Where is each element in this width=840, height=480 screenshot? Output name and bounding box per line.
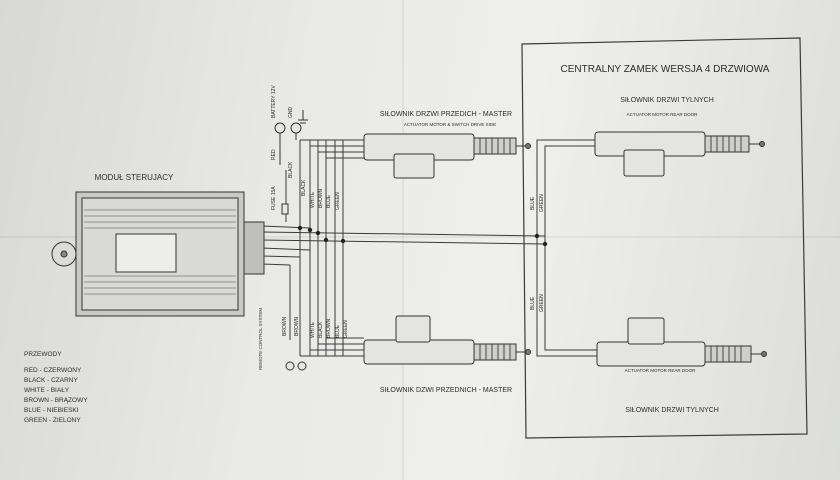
legend-item: RED - CZERWONY xyxy=(24,367,82,374)
front-top-actuator-sublabel: ACTUATOR MOTOR & SWITCH DRIVE SIDE xyxy=(404,122,496,127)
rear-actuator-bottom-label: SIŁOWNIK DRZWI TYLNYCH xyxy=(625,407,719,414)
remote-wire-a: BROWN xyxy=(282,316,288,336)
remote-leads xyxy=(285,361,307,371)
rear-panel-title: CENTRALNY ZAMEK WERSJA 4 DRZWIOWA xyxy=(561,64,770,75)
bus-lines xyxy=(261,225,546,266)
rear-panel-box xyxy=(521,37,808,439)
rear-actuator-bottom-sublabel: ACTUATOR MOTOR REAR DOOR xyxy=(625,368,697,373)
legend-item: BLACK - CZARNY xyxy=(24,377,78,384)
vertical-wires xyxy=(285,140,344,356)
black-wire-label: BLACK xyxy=(288,161,294,178)
rear-actuator-branches xyxy=(536,139,597,357)
front-top-wire-1: BLACK xyxy=(301,179,307,196)
paper-crease-horizontal xyxy=(0,236,840,238)
paper-crease-vertical xyxy=(402,0,404,480)
wire-legend: PRZEWODY RED - CZERWONY BLACK - CZARNY W… xyxy=(24,351,88,424)
front-bottom-wire-2: BLACK xyxy=(318,321,324,338)
front-top-wire-2: WHITE xyxy=(310,191,316,208)
junction-dots xyxy=(297,225,548,247)
front-bottom-actuator-label: SIŁOWNIK DZWI PRZEDNICH - MASTER xyxy=(380,387,512,394)
legend-item: BROWN - BRĄZOWY xyxy=(24,397,88,404)
legend-item: BLUE - NIEBIESKI xyxy=(24,407,79,414)
front-top-actuator xyxy=(363,133,531,179)
control-module xyxy=(51,191,265,317)
battery-label: BATTERY 12V xyxy=(271,85,277,118)
front-top-wire-4: BLUE xyxy=(326,194,332,208)
rear-top-wire-1: BLUE xyxy=(530,196,536,210)
rear-bottom-actuator xyxy=(596,317,767,367)
legend-title: PRZEWODY xyxy=(24,351,62,358)
red-wire-label: RED xyxy=(271,149,277,160)
legend-item: WHITE - BIAŁY xyxy=(24,387,70,394)
gnd-label: GND xyxy=(288,107,294,119)
rear-bottom-wire-2: GREEN xyxy=(539,294,545,312)
front-top-actuator-label: SIŁOWNIK DRZWI PRZEDICH - MASTER xyxy=(380,111,512,118)
front-bottom-wire-1: WHITE xyxy=(310,321,316,338)
ground-symbol xyxy=(298,110,308,124)
front-bottom-wire-5: GREEN xyxy=(343,320,349,338)
remote-wire-b: BROWN xyxy=(294,316,300,336)
rear-actuator-top-sublabel: ACTUATOR MOTOR REAR DOOR xyxy=(627,112,699,117)
rear-bottom-wire-1: BLUE xyxy=(530,296,536,310)
power-terminals xyxy=(274,122,302,215)
front-bottom-wire-4: BLUE xyxy=(335,324,341,338)
fuse-label: FUSE 15A xyxy=(271,186,277,210)
rear-top-wire-2: GREEN xyxy=(539,194,545,212)
front-bottom-wire-3: BROWN xyxy=(326,318,332,338)
front-bottom-actuator xyxy=(363,315,531,365)
front-actuator-branches xyxy=(300,139,364,357)
front-top-wire-5: GREEN xyxy=(335,192,341,210)
module-label: MODUŁ STERUJACY xyxy=(95,173,174,182)
rotated-labels: BATTERY 12V GND RED BLACK FUSE 15A BLACK… xyxy=(258,85,545,370)
rear-top-actuator xyxy=(594,131,765,177)
legend-item: GREEN - ZIELONY xyxy=(24,417,81,424)
remote-label: REMOTE CONTROL SYSTEM xyxy=(258,308,263,370)
front-top-wire-3: BROWN xyxy=(318,188,324,208)
rear-actuator-top-label: SIŁOWNIK DRZWI TYLNYCH xyxy=(620,97,714,104)
